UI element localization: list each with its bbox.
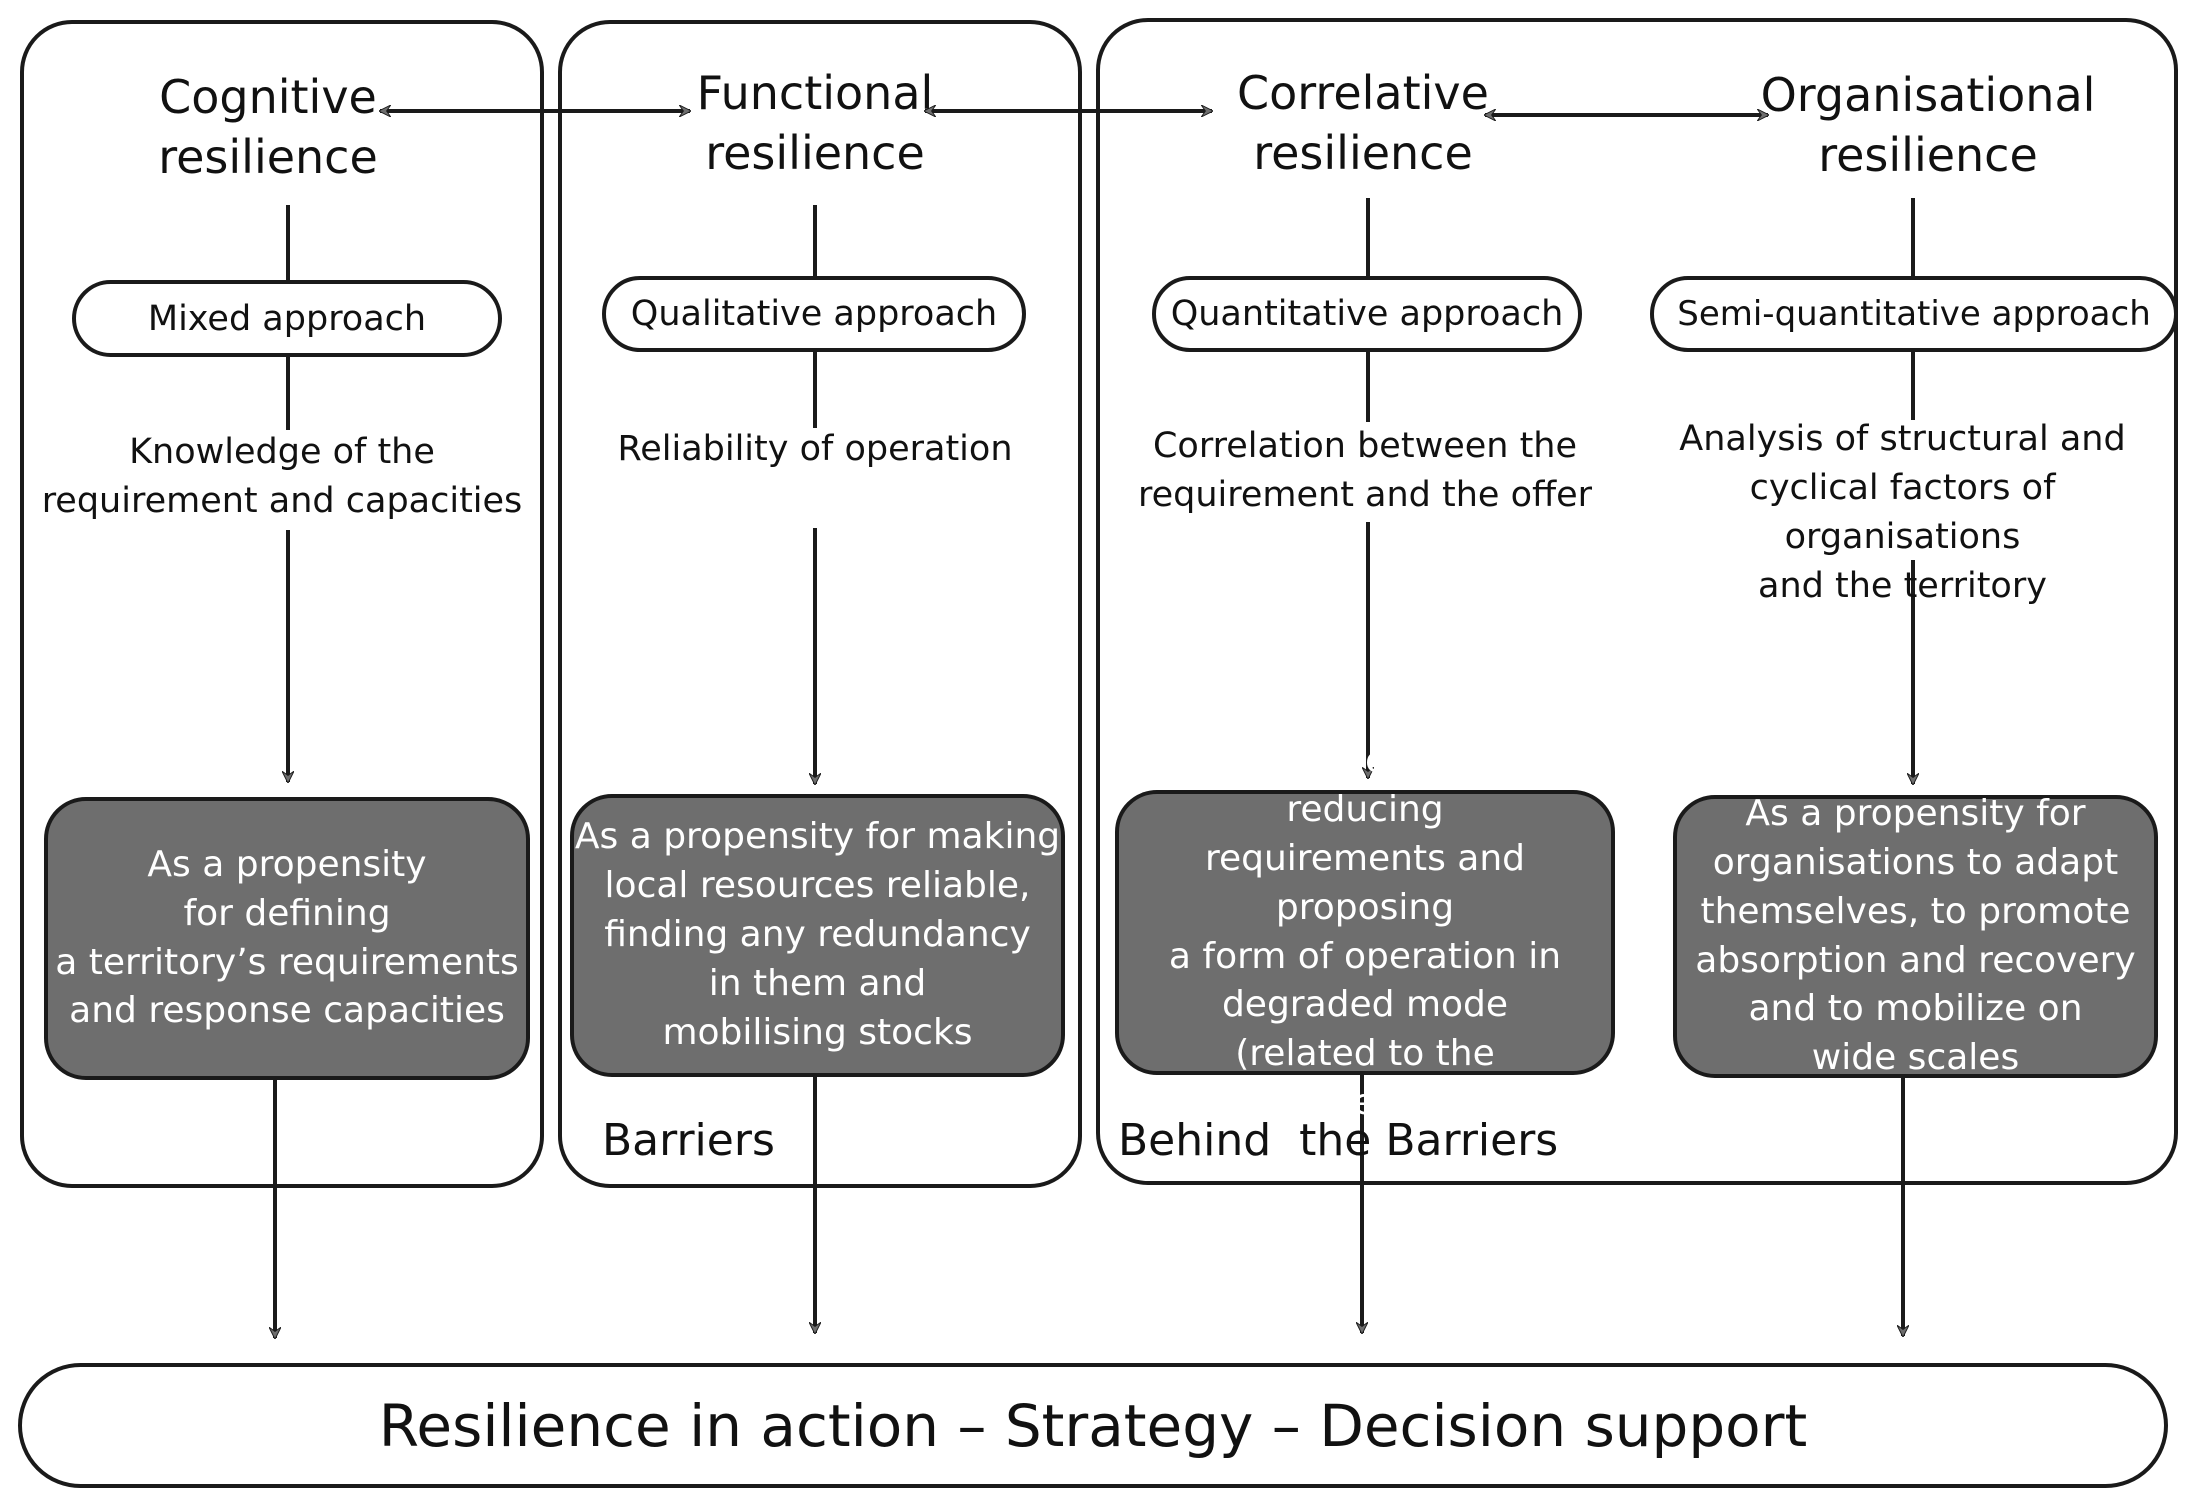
title-functional-resilience: Functional resilience	[696, 66, 934, 180]
approach-mixed: Mixed approach	[72, 280, 502, 357]
approach-quantitative: Quantitative approach	[1152, 276, 1582, 352]
description-correlative: Correlation between the requirement and …	[1137, 426, 1593, 515]
group-frame-behind-barriers	[1096, 18, 2178, 1185]
label-barriers: Barriers	[602, 1115, 775, 1166]
approach-semi-quantitative: Semi-quantitative approach	[1650, 276, 2178, 352]
title-correlative-resilience: Correlative resilience	[1237, 66, 1489, 180]
group-frame-barriers	[558, 20, 1082, 1188]
description-organisational: Analysis of structural and cyclical fact…	[1679, 419, 2126, 606]
approach-qualitative: Qualitative approach	[602, 276, 1026, 352]
description-functional: Reliability of operation	[617, 429, 1013, 469]
resilience-in-action-bar: Resilience in action – Strategy – Decisi…	[18, 1363, 2168, 1488]
propensity-correlative: As a propensity for reducing requirement…	[1115, 740, 1615, 1123]
label-behind-the-barriers: Behind the Barriers	[1118, 1115, 1559, 1166]
title-organisational-resilience: Organisational resilience	[1760, 68, 2096, 182]
propensity-functional: As a propensity for making local resourc…	[570, 794, 1065, 1077]
group-frame-cognitive	[20, 20, 544, 1188]
description-cognitive: Knowledge of the requirement and capacit…	[41, 432, 523, 521]
title-cognitive-resilience: Cognitive resilience	[158, 70, 378, 184]
propensity-organisational: As a propensity for organisations to ada…	[1673, 793, 2158, 1078]
propensity-cognitive: As a propensity for defining a territory…	[44, 797, 530, 1080]
